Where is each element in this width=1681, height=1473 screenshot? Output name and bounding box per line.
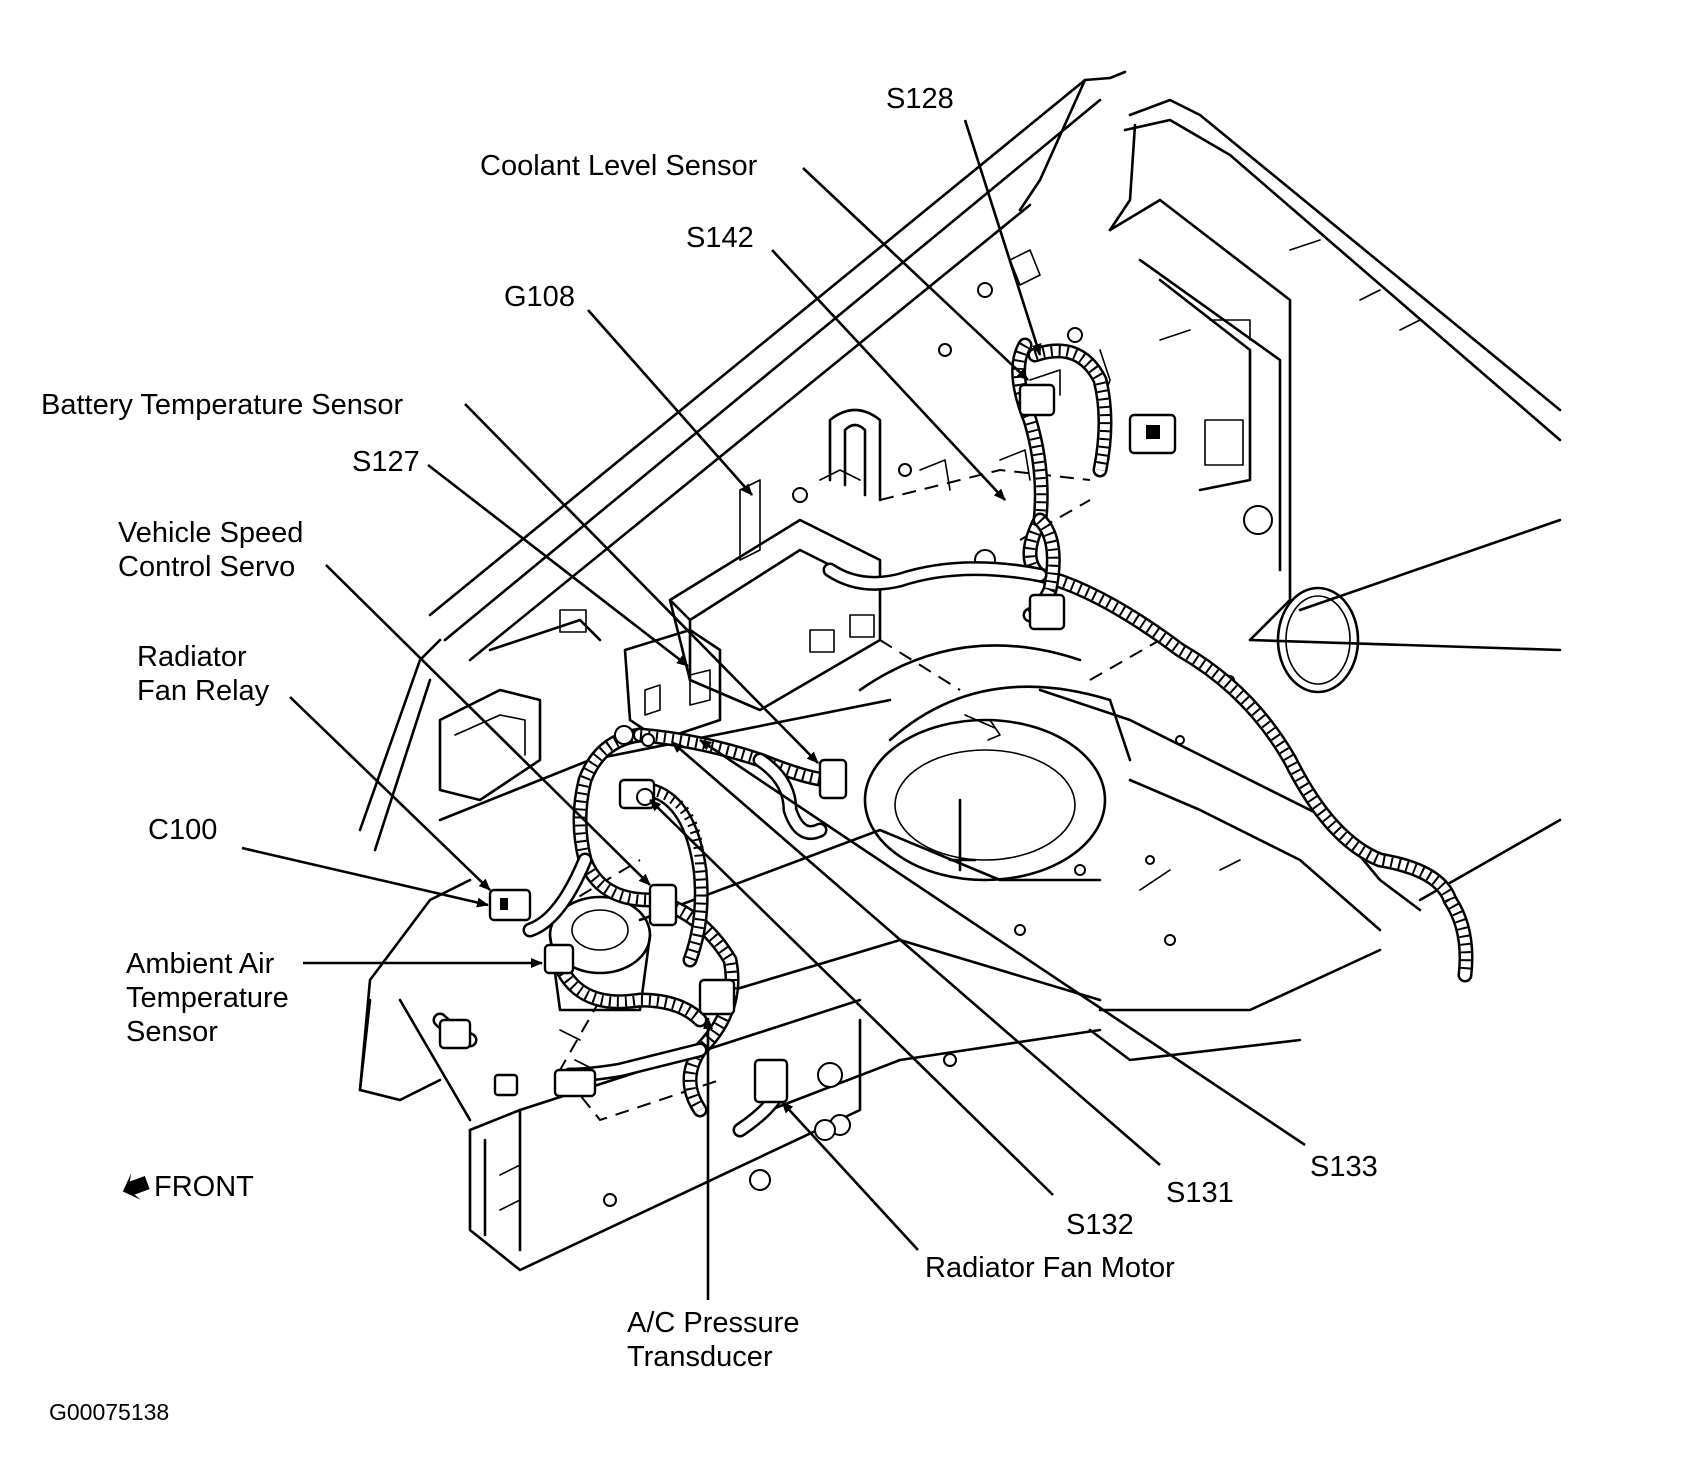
label-coolant-level-sensor: Coolant Level Sensor [480, 150, 758, 182]
s128-arrow [963, 119, 1042, 356]
label-s128: S128 [886, 83, 954, 115]
battery-temperature-sensor-connector [818, 758, 848, 800]
ac-pressure-transducer-connector [698, 978, 736, 1016]
s127-arrow [427, 463, 689, 668]
label-front: FRONT [154, 1171, 254, 1203]
callout-labels: S128 Coolant Level Sensor S142 G108 Batt… [41, 83, 1378, 1425]
front-indicator: FRONT [122, 1171, 254, 1203]
label-battery-temperature-sensor: Battery Temperature Sensor [41, 389, 403, 421]
label-s132: S132 [1066, 1209, 1134, 1241]
connectors [438, 383, 1177, 1104]
callout-arrows [241, 119, 1306, 1300]
s133-arrow [699, 738, 1306, 1147]
label-s142: S142 [686, 222, 754, 254]
label-s127: S127 [352, 446, 420, 478]
label-ac-pressure-transducer: A/C Pressure Transducer [627, 1307, 808, 1373]
s132-arrow [649, 799, 1054, 1196]
c100-arrow [241, 846, 489, 908]
coolant-level-sensor-connector [1018, 383, 1056, 417]
radiator-fan-motor-connector [753, 1058, 789, 1104]
radiator-fan-relay-arrow [289, 696, 491, 891]
label-s133: S133 [1310, 1151, 1378, 1183]
figure-code: G00075138 [49, 1399, 169, 1425]
label-c100: C100 [148, 814, 217, 846]
vehicle-speed-control-servo-arrow [325, 564, 651, 886]
engine-bay-illustration [358, 70, 1562, 1272]
label-ambient-air-temperature-sensor: Ambient Air Temperature Sensor [126, 948, 297, 1048]
ambient-air-temperature-sensor-connector [543, 943, 575, 975]
radiator-fan-motor-arrow [781, 1101, 919, 1251]
label-s131: S131 [1166, 1177, 1234, 1209]
battery-temperature-sensor-arrow [464, 403, 819, 764]
radiator-fan-relay-connector [488, 888, 532, 922]
label-g108: G108 [504, 281, 575, 313]
label-radiator-fan-relay: Radiator Fan Relay [137, 641, 270, 707]
coolant-level-sensor-arrow [802, 167, 1029, 381]
s131-arrow [671, 741, 1161, 1166]
front-arrow-icon [122, 1173, 150, 1200]
label-vehicle-speed-control-servo: Vehicle Speed Control Servo [118, 517, 312, 583]
label-radiator-fan-motor: Radiator Fan Motor [925, 1252, 1175, 1284]
s142-arrow [771, 249, 1006, 501]
g108-arrow [587, 309, 753, 496]
